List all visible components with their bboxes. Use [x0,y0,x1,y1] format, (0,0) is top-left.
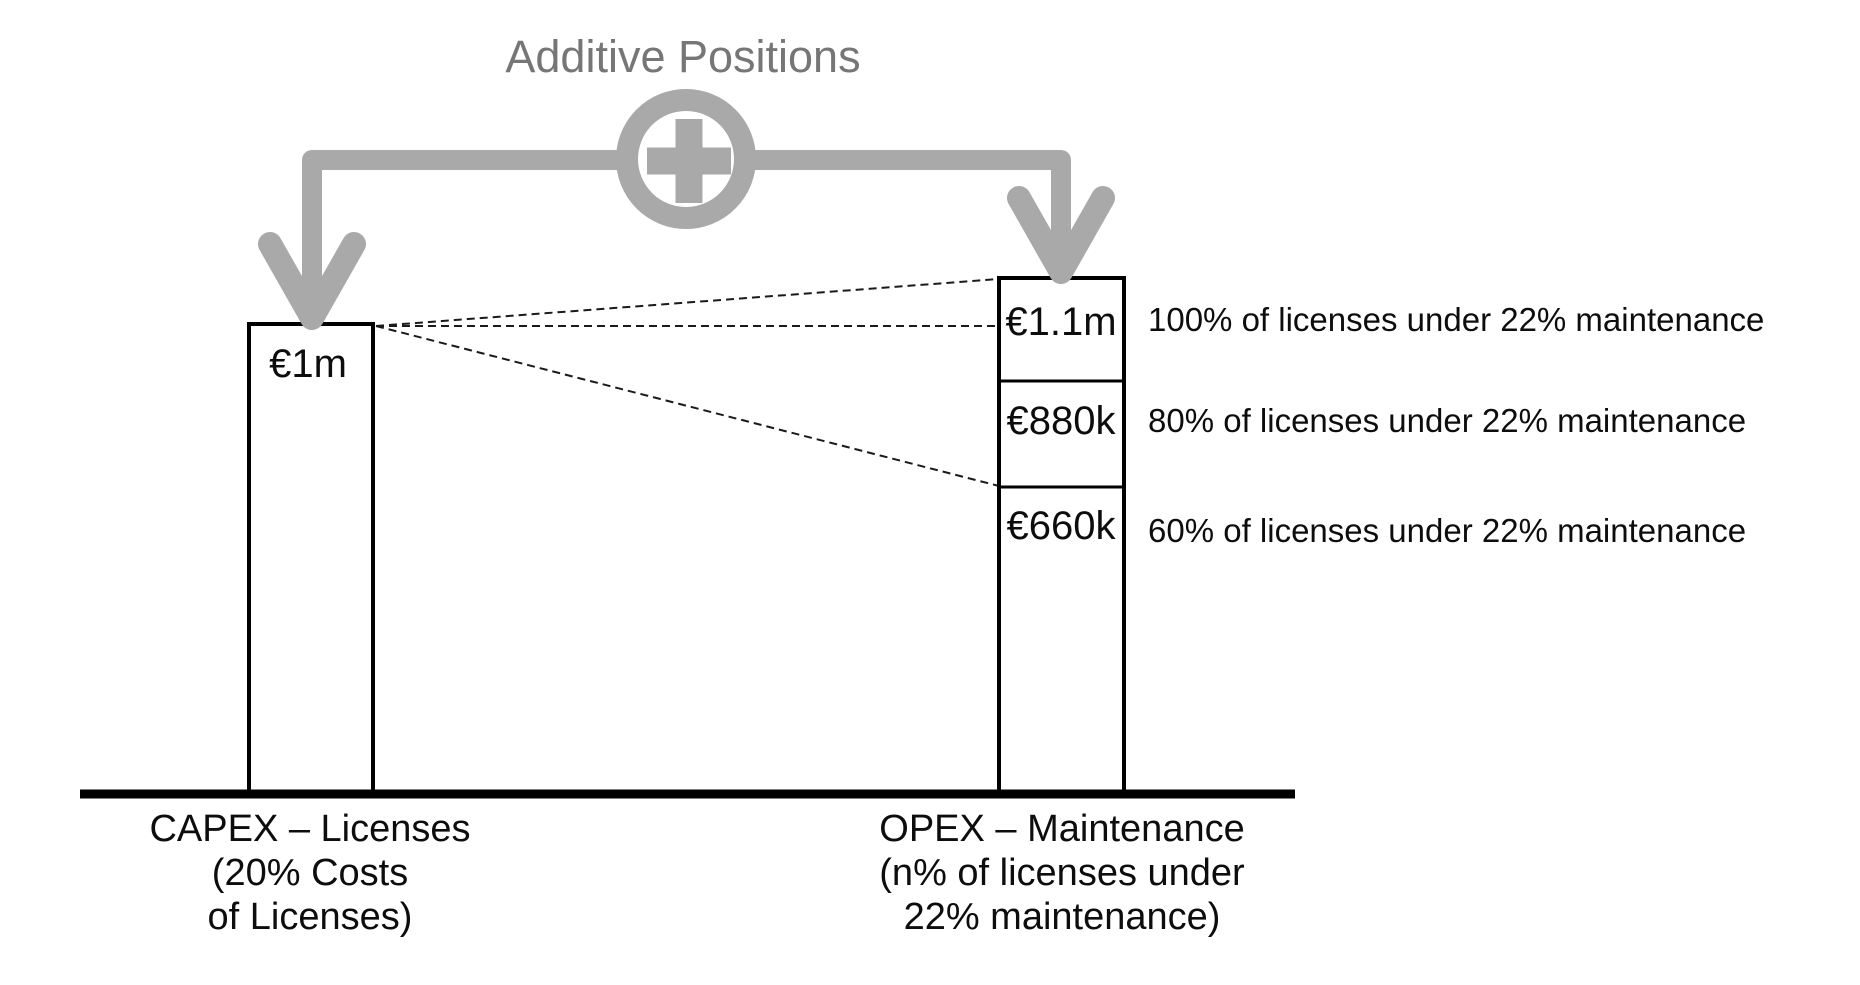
capex-axis-label-line1: CAPEX – Licenses [149,808,470,850]
opex-segment-value-660k: €660k [1007,504,1117,548]
opex-axis-label-line1: OPEX – Maintenance [879,808,1244,850]
diagram-title: Additive Positions [505,31,860,82]
arrow-down-left-icon [258,232,366,330]
opex-segment-value-1100k: €1.1m [1005,300,1116,344]
additive-connector [258,89,1115,330]
opex-segment-value-880k: €880k [1007,399,1117,443]
opex-axis-label-line2: (n% of licenses under [879,852,1245,894]
capex-axis-label: CAPEX – Licenses (20% Costs of Licenses) [149,808,470,938]
annotation-60pct: 60% of licenses under 22% maintenance [1148,512,1746,549]
capex-bar [247,322,375,796]
opex-bar-group: €1.1m €880k €660k [997,276,1126,796]
annotation-100pct: 100% of licenses under 22% maintenance [1148,301,1764,338]
capex-axis-label-line3: of Licenses) [208,896,413,938]
guide-line-to-660k [375,325,1000,487]
capex-axis-label-line2: (20% Costs [212,852,408,894]
opex-axis-label-line3: 22% maintenance) [904,896,1221,938]
annotation-80pct: 80% of licenses under 22% maintenance [1148,402,1746,439]
plus-icon [647,119,731,203]
capex-bar-group: €1m [247,322,375,796]
arrow-down-right-icon [1007,186,1115,284]
guide-line-to-1100k [375,278,1000,327]
maintenance-annotations: 100% of licenses under 22% maintenance 8… [1148,301,1764,549]
comparison-guide-lines [375,278,1000,487]
opex-bar [997,276,1126,796]
opex-axis-label: OPEX – Maintenance (n% of licenses under… [879,808,1245,938]
capex-bar-value: €1m [269,342,347,386]
